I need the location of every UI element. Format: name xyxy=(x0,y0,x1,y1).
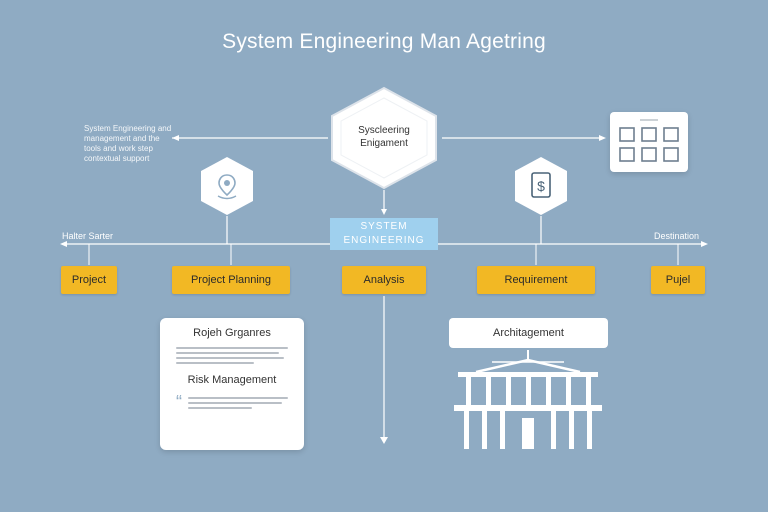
top-left-note: System Engineering and management and th… xyxy=(84,124,174,164)
calendar-grid-icon xyxy=(610,112,688,172)
left-card-quote: “ xyxy=(176,392,288,412)
note-line: management and the xyxy=(84,134,160,143)
system-box-line2: ENGINEERING xyxy=(343,235,425,246)
system-engineering-box: SYSTEM ENGINEERING xyxy=(330,218,438,250)
center-hexagon xyxy=(331,86,437,190)
arrowhead-down xyxy=(380,437,388,444)
center-hex-line1: Syscleering xyxy=(358,125,410,136)
phase-analysis: Analysis xyxy=(342,266,426,294)
arrowhead-right xyxy=(599,135,606,141)
phase-pujel: Pujel xyxy=(651,266,705,294)
page-title: System Engineering Man Agetring xyxy=(222,30,546,53)
center-hex-label: Syscleering Enigament xyxy=(338,124,430,150)
note-line: System Engineering and xyxy=(84,124,172,133)
left-card-title: Rojeh Grganres xyxy=(193,327,271,339)
quote-mark-icon: “ xyxy=(176,392,182,412)
architecture-header: Architagement xyxy=(449,318,608,348)
left-info-card: Rojeh Grganres Risk Management “ xyxy=(160,318,304,450)
note-line: contextual support xyxy=(84,154,150,163)
location-pin-icon xyxy=(201,157,253,215)
left-edge-label: Halter Sarter xyxy=(62,231,114,241)
building-columns-icon xyxy=(454,350,602,449)
phase-project-planning: Project Planning xyxy=(172,266,290,294)
system-box-line1: SYSTEM xyxy=(360,221,408,232)
center-hex-line2: Enigament xyxy=(360,138,408,149)
left-card-text-block xyxy=(176,347,288,364)
phase-project: Project xyxy=(61,266,117,294)
arrowhead-left xyxy=(172,135,179,141)
left-card-subtitle: Risk Management xyxy=(187,374,277,386)
right-edge-label: Destination xyxy=(654,231,700,241)
dollar-document-icon: $ xyxy=(515,157,567,215)
phase-requirement: Requirement xyxy=(477,266,595,294)
svg-text:$: $ xyxy=(537,178,545,194)
note-line: tools and work step xyxy=(84,144,153,153)
